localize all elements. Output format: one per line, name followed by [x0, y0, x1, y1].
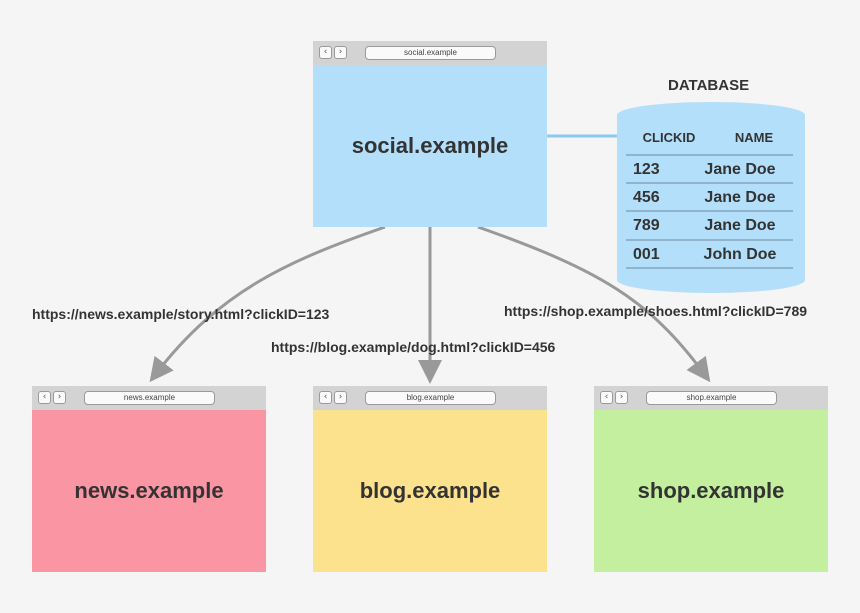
page-body: shop.example — [594, 410, 828, 572]
address-bar[interactable]: news.example — [84, 391, 215, 405]
db-col-header-name: NAME — [735, 130, 774, 145]
db-cell-name: Jane Doe — [704, 161, 775, 178]
page-body: blog.example — [313, 410, 547, 572]
db-col-header-clickid: CLICKID — [643, 130, 696, 145]
browser-window-shop: ‹ › shop.example shop.example — [594, 386, 828, 572]
browser-toolbar: ‹ › shop.example — [594, 386, 828, 410]
address-bar[interactable]: blog.example — [365, 391, 496, 405]
database-title: DATABASE — [668, 77, 750, 94]
arrow-to-news — [149, 225, 386, 383]
forward-icon[interactable]: › — [334, 391, 347, 404]
browser-window-social: ‹ › social.example social.example — [313, 41, 547, 227]
back-icon[interactable]: ‹ — [38, 391, 51, 404]
browser-toolbar: ‹ › blog.example — [313, 386, 547, 410]
browser-window-blog: ‹ › blog.example blog.example — [313, 386, 547, 572]
page-title: news.example — [74, 478, 224, 503]
page-body: social.example — [313, 65, 547, 227]
forward-icon[interactable]: › — [334, 46, 347, 59]
forward-icon[interactable]: › — [53, 391, 66, 404]
db-cell-clickid: 001 — [633, 246, 660, 263]
db-cell-clickid: 123 — [633, 161, 660, 178]
forward-icon[interactable]: › — [615, 391, 628, 404]
browser-window-news: ‹ › news.example news.example — [32, 386, 266, 572]
db-cell-name: Jane Doe — [704, 217, 775, 234]
link-label-blog: https://blog.example/dog.html?clickID=45… — [271, 339, 556, 355]
page-body: news.example — [32, 410, 266, 572]
link-label-shop: https://shop.example/shoes.html?clickID=… — [504, 303, 808, 319]
db-cell-name: Jane Doe — [704, 189, 775, 206]
arrow-to-shop — [477, 225, 711, 383]
link-label-news: https://news.example/story.html?clickID=… — [32, 306, 330, 322]
page-title: blog.example — [359, 478, 501, 503]
database-table: CLICKID NAME 123 Jane Doe 456 Jane Doe 7… — [626, 130, 793, 269]
back-icon[interactable]: ‹ — [319, 46, 332, 59]
db-cell-clickid: 789 — [633, 217, 660, 234]
db-cell-clickid: 456 — [633, 189, 660, 206]
database-cylinder — [617, 102, 805, 293]
page-title: shop.example — [637, 478, 785, 503]
back-icon[interactable]: ‹ — [319, 391, 332, 404]
page-title: social.example — [351, 133, 509, 158]
address-bar[interactable]: social.example — [365, 46, 496, 60]
address-bar[interactable]: shop.example — [646, 391, 777, 405]
browser-toolbar: ‹ › news.example — [32, 386, 266, 410]
db-cell-name: John Doe — [704, 246, 777, 263]
back-icon[interactable]: ‹ — [600, 391, 613, 404]
browser-toolbar: ‹ › social.example — [313, 41, 547, 65]
